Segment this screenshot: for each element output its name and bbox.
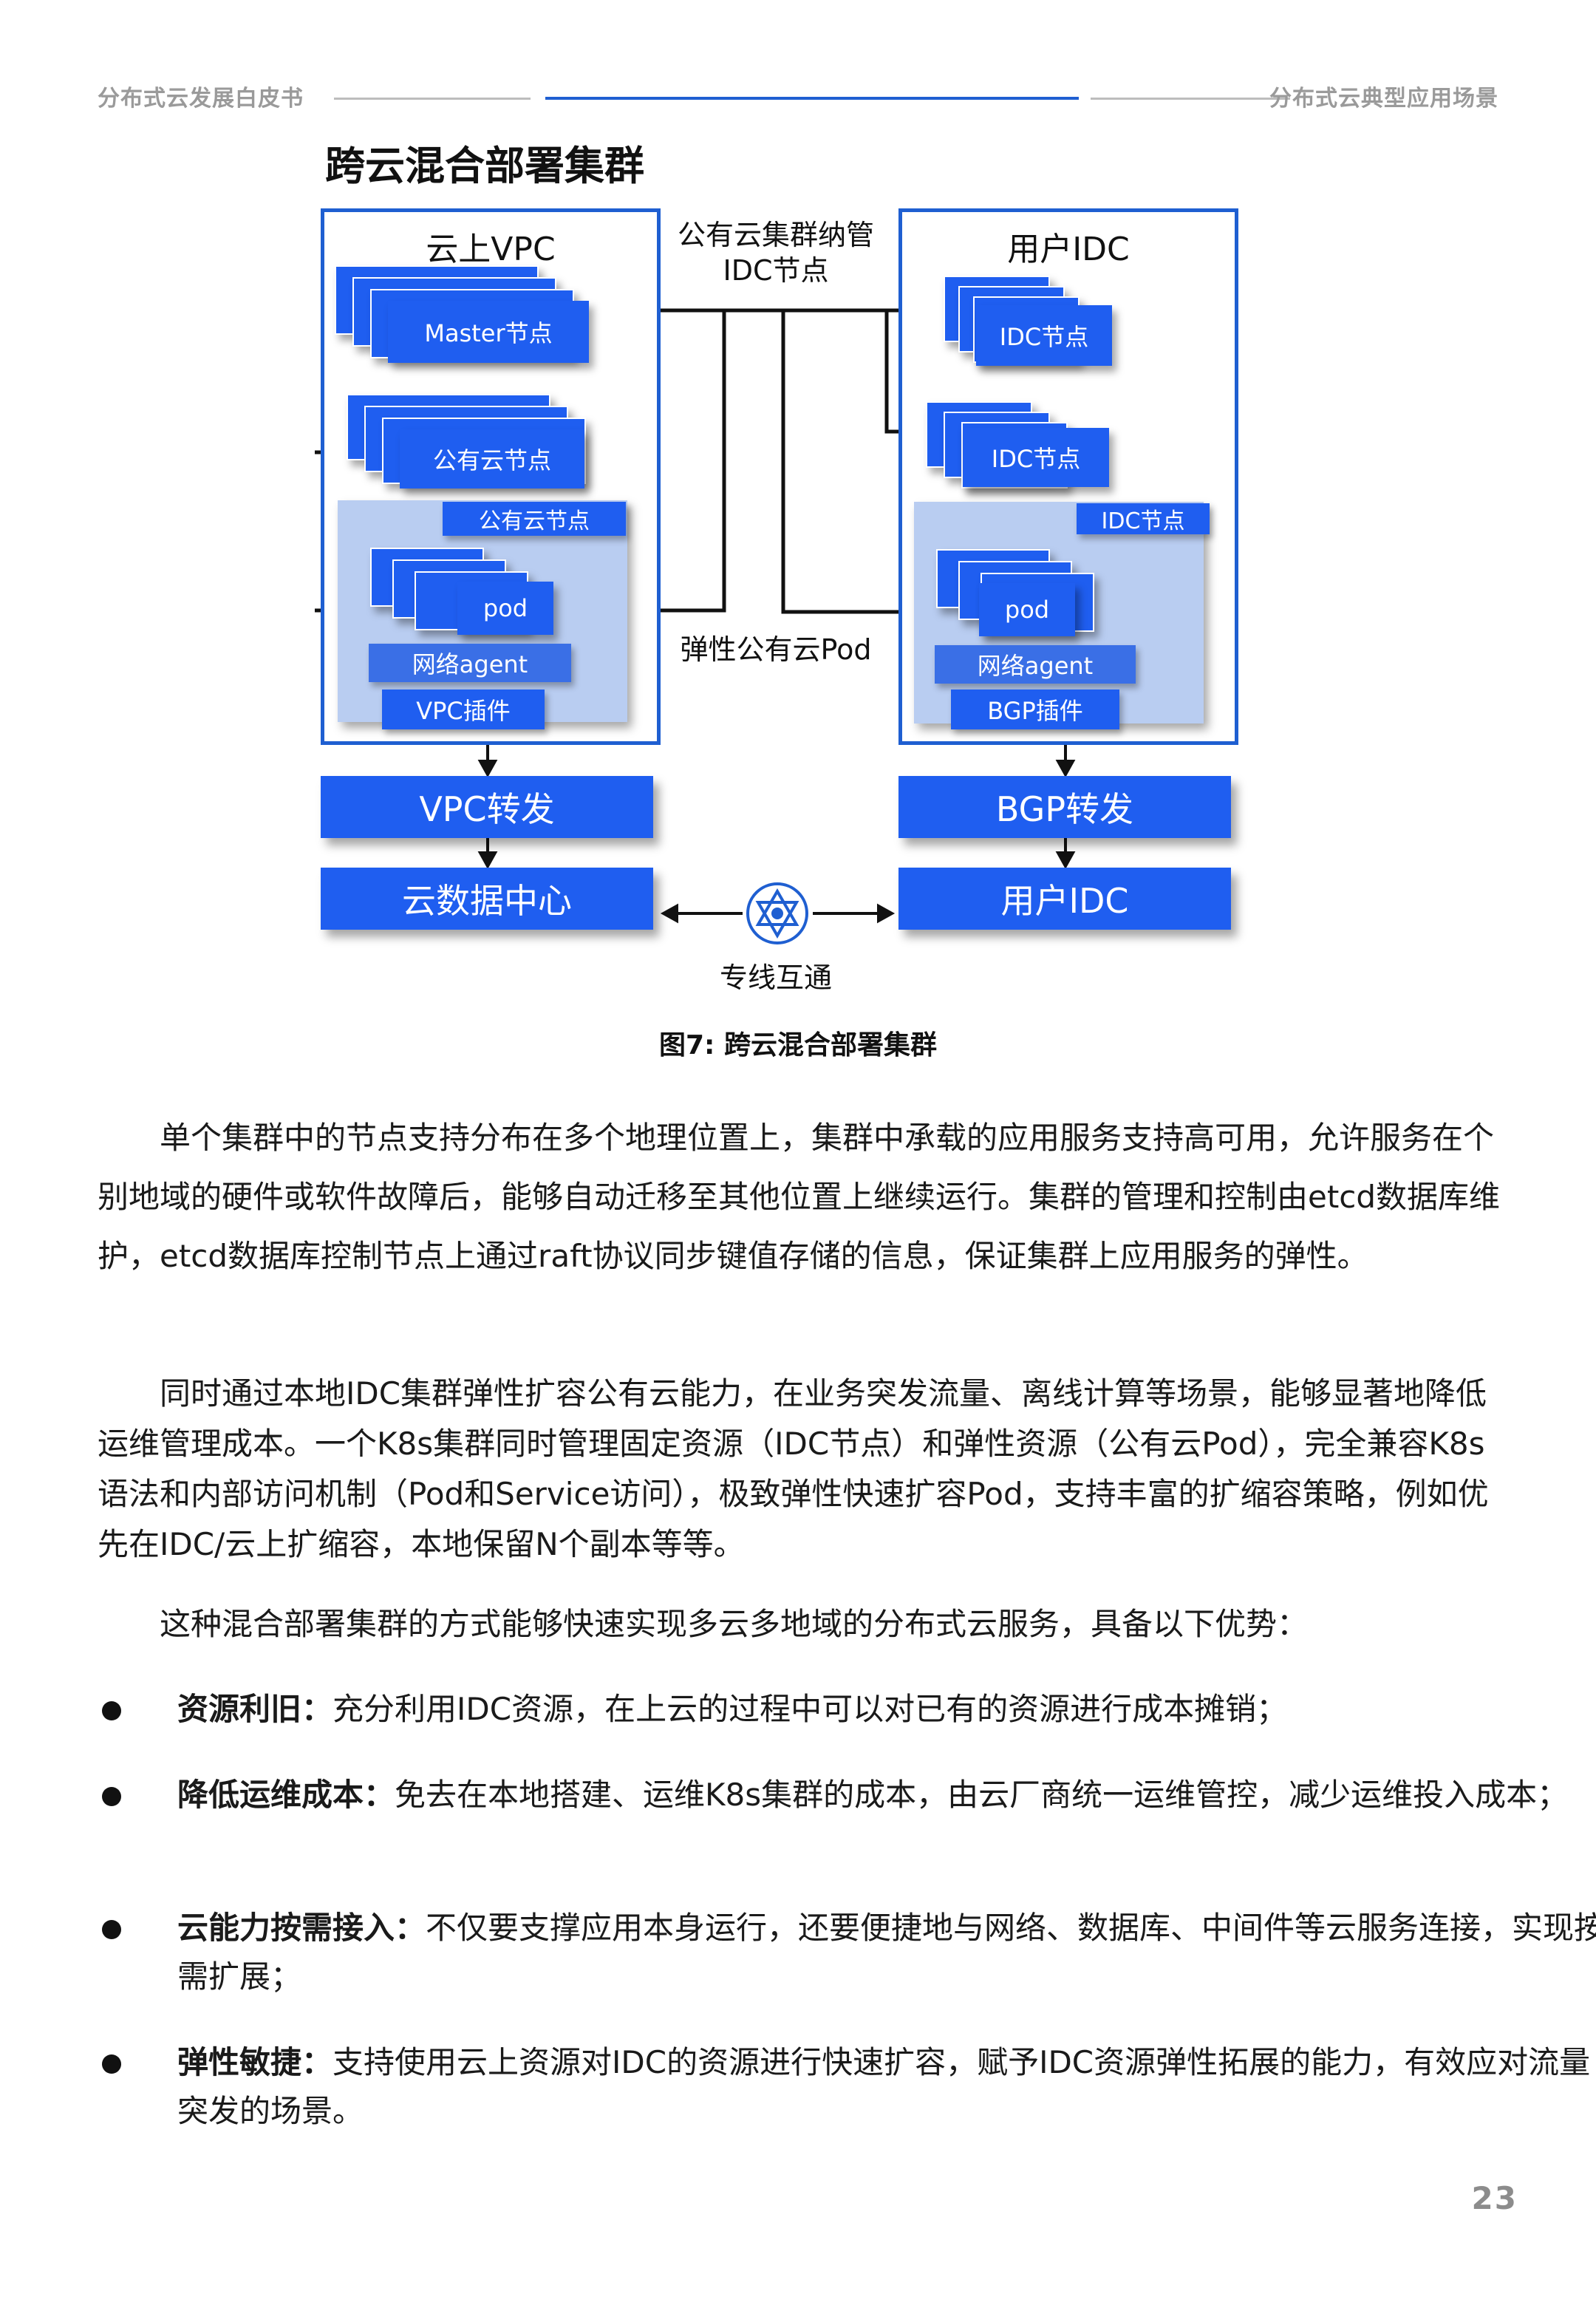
header-left-title: 分布式云发展白皮书 bbox=[98, 86, 304, 112]
master-node: Master节点 bbox=[388, 301, 589, 363]
idc-panel-label: IDC节点 bbox=[1077, 503, 1210, 534]
header-rule-center bbox=[545, 97, 1079, 100]
annotation-elastic-pod: 弹性公有云Pod bbox=[680, 633, 872, 666]
bullet-text: 云能力按需接入：不仅要支撑应用本身运行，还要便捷地与网络、数据库、中间件等云服务… bbox=[177, 1904, 1596, 2001]
bgp-plugin: BGP插件 bbox=[951, 690, 1119, 729]
hybrid-cluster-diagram: 跨云混合部署集群 bbox=[310, 133, 1264, 1005]
vpc-plugin: VPC插件 bbox=[382, 690, 545, 729]
cloud-data-center-block: 云数据中心 bbox=[321, 868, 653, 930]
bullet-dot bbox=[102, 2054, 121, 2074]
idc-node-1: IDC节点 bbox=[976, 305, 1112, 366]
bullet-body: 充分利用IDC资源，在上云的过程中可以对已有的资源进行成本摊销； bbox=[332, 1691, 1288, 1727]
user-idc-block: 用户IDC bbox=[898, 868, 1231, 930]
bullet-head: 云能力按需接入： bbox=[177, 1910, 426, 1946]
cloud-vpc-title: 云上VPC bbox=[426, 231, 556, 268]
bullet-body: 免去在本地搭建、运维K8s集群的成本，由云厂商统一运维管控，减少运维投入成本； bbox=[395, 1777, 1569, 1813]
header-rule-right bbox=[1091, 98, 1290, 100]
bullet-head: 降低运维成本： bbox=[177, 1777, 395, 1813]
bgp-forward-block: BGP转发 bbox=[898, 776, 1231, 838]
page-number: 23 bbox=[1471, 2180, 1518, 2216]
figure-caption: 图7: 跨云混合部署集群 bbox=[659, 1030, 937, 1060]
bullet-dot bbox=[102, 1701, 121, 1720]
bullet-text: 降低运维成本：免去在本地搭建、运维K8s集群的成本，由云厂商统一运维管控，减少运… bbox=[177, 1771, 1596, 1819]
bullet-head: 弹性敏捷： bbox=[177, 2044, 333, 2080]
diagram-title: 跨云混合部署集群 bbox=[325, 143, 644, 189]
header-rule-left bbox=[334, 98, 531, 100]
paragraph-1: 单个集群中的节点支持分布在多个地理位置上，集群中承载的应用服务支持高可用，允许服… bbox=[98, 1120, 1501, 1274]
user-idc-box: 用户IDC IDC节点 IDC节点 IDC节点 pod 网络agent BGP插… bbox=[898, 208, 1238, 745]
header-right-title: 分布式云典型应用场景 bbox=[1269, 86, 1498, 112]
bullet-dot bbox=[102, 1920, 121, 1939]
bullet-head: 资源利旧： bbox=[177, 1691, 333, 1727]
user-idc-title: 用户IDC bbox=[1007, 231, 1130, 268]
vpc-forward-block: VPC转发 bbox=[321, 776, 653, 838]
right-network-agent: 网络agent bbox=[935, 645, 1136, 684]
bullet-text: 弹性敏捷：支持使用云上资源对IDC的资源进行快速扩容，赋予IDC资源弹性拓展的能… bbox=[177, 2038, 1596, 2136]
bullet-body: 支持使用云上资源对IDC的资源进行快速扩容，赋予IDC资源弹性拓展的能力，有效应… bbox=[177, 2044, 1591, 2129]
paragraph-2: 同时通过本地IDC集群弹性扩容公有云能力，在业务突发流量、离线计算等场景，能够显… bbox=[98, 1375, 1489, 1562]
public-cloud-node: 公有云节点 bbox=[400, 429, 584, 488]
annotation-top-line1: 公有云集群纳管 bbox=[677, 219, 874, 251]
annotation-top-line2: IDC节点 bbox=[723, 254, 829, 287]
bullet-text: 资源利旧：充分利用IDC资源，在上云的过程中可以对已有的资源进行成本摊销； bbox=[177, 1685, 1596, 1734]
right-pod: pod bbox=[979, 583, 1075, 636]
public-cloud-panel-label: 公有云节点 bbox=[443, 502, 626, 536]
left-pod: pod bbox=[457, 582, 553, 635]
idc-node-2: IDC节点 bbox=[963, 428, 1109, 487]
annotation-top: 公有云集群纳管 IDC节点 bbox=[658, 217, 894, 288]
dedicated-line-label: 专线互通 bbox=[719, 961, 832, 994]
bullet-body: 不仅要支撑应用本身运行，还要便捷地与网络、数据库、中间件等云服务连接，实现按需扩… bbox=[177, 1910, 1596, 1995]
paragraph-3: 这种混合部署集群的方式能够快速实现多云多地域的分布式云服务，具备以下优势： bbox=[160, 1606, 1309, 1642]
bullet-dot bbox=[102, 1787, 121, 1806]
left-network-agent: 网络agent bbox=[369, 644, 571, 682]
dedicated-line-icon bbox=[746, 882, 808, 944]
cloud-vpc-box: 云上VPC Master节点 公有云节点 公有云节点 pod 网络agent V… bbox=[321, 208, 661, 745]
